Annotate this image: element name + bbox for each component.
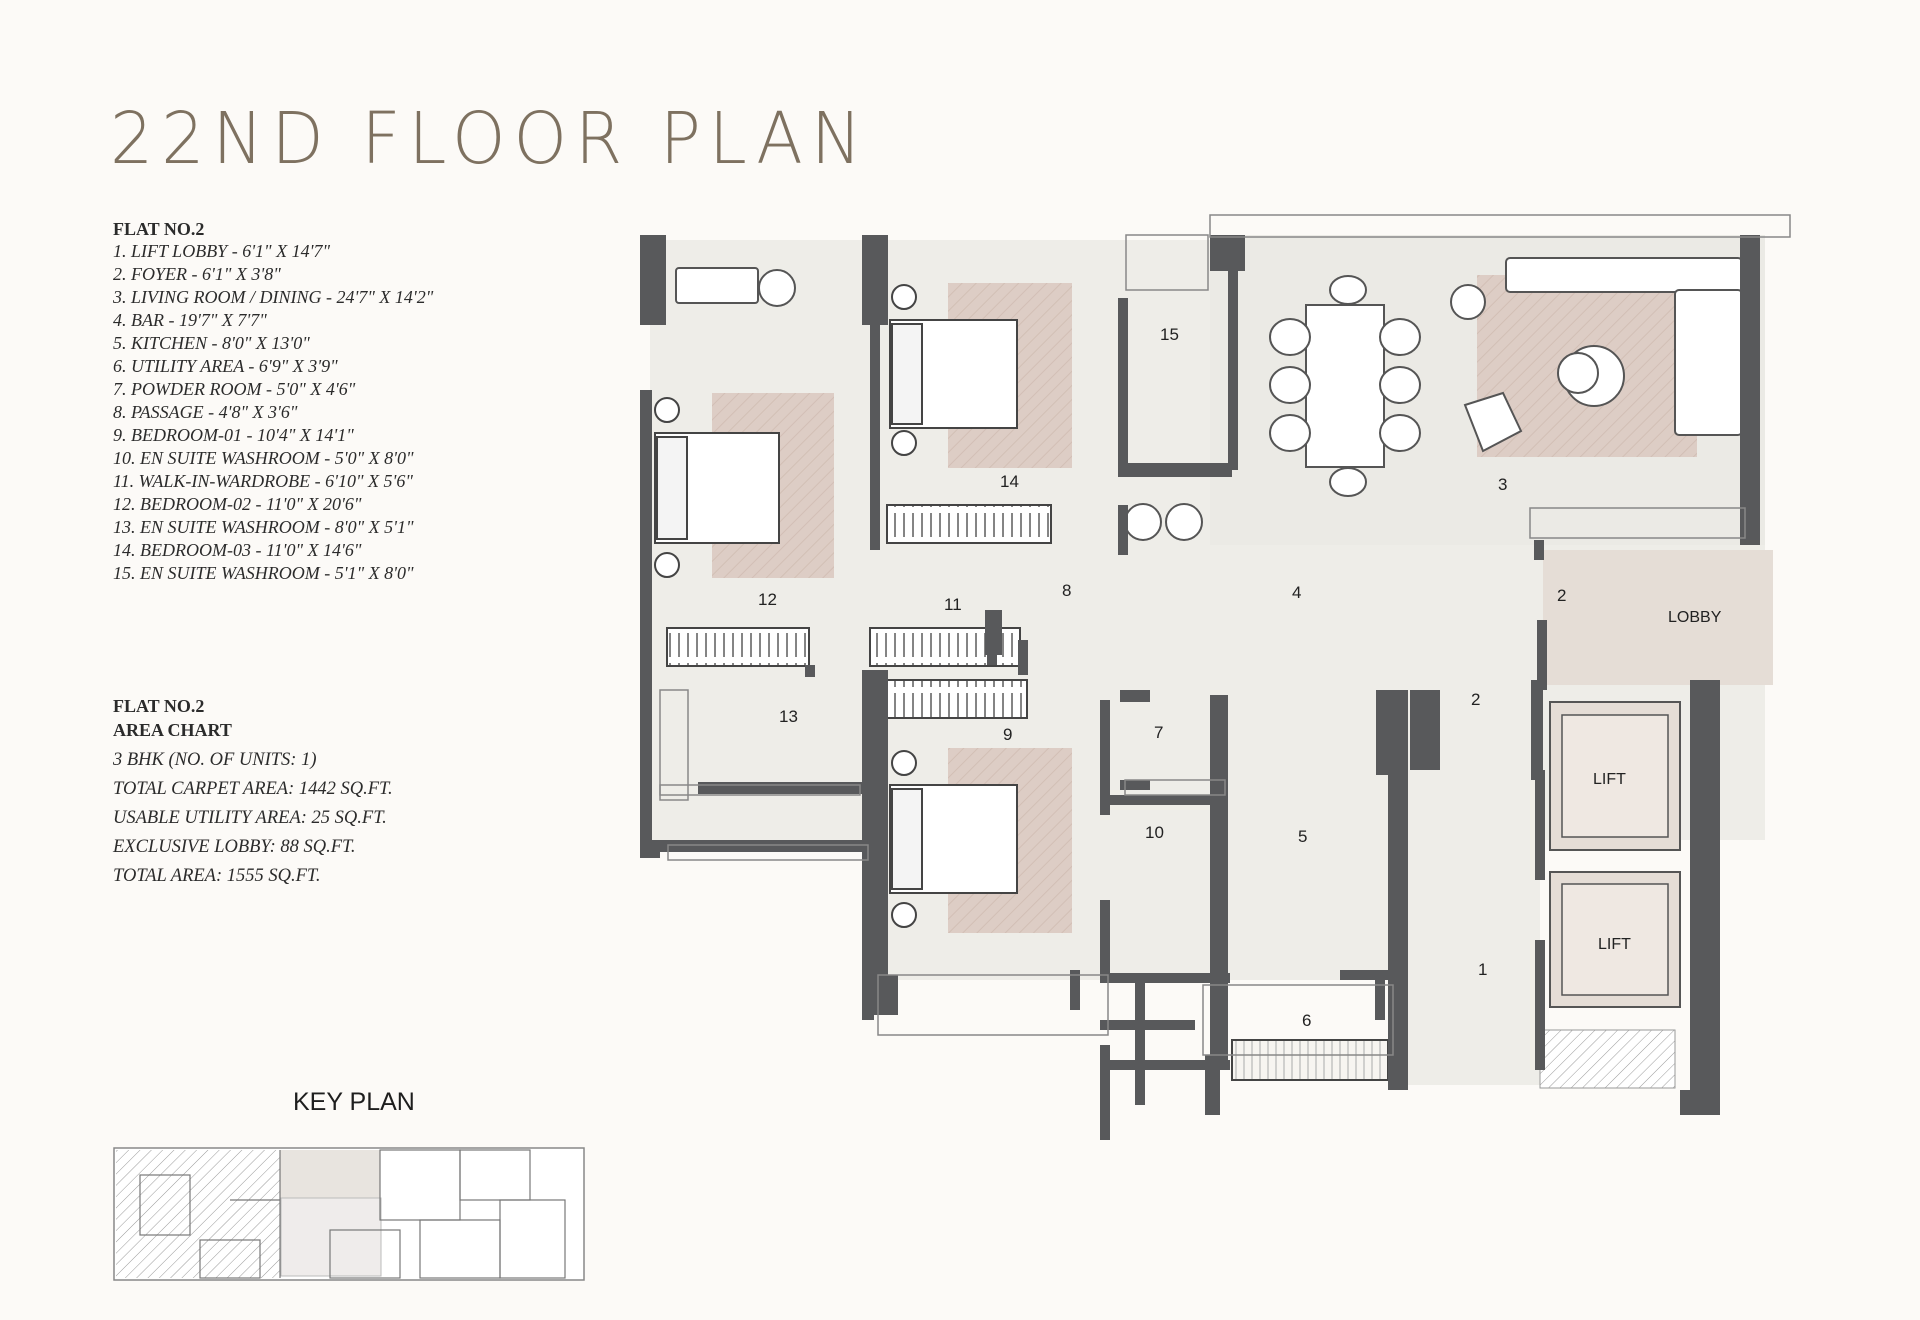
label-room-12: 12 (758, 590, 777, 609)
room-item: 1. LIFT LOBBY - 6'1" X 14'7" (113, 241, 331, 261)
area-chart-list: 3 BHK (NO. OF UNITS: 1) TOTAL CARPET ARE… (113, 746, 393, 891)
area-item: USABLE UTILITY AREA: 25 SQ.FT. (113, 808, 387, 828)
room-item: 2. FOYER - 6'1" X 3'8" (113, 264, 281, 284)
flat-heading: FLAT NO.2 (113, 219, 205, 239)
room-item: 5. KITCHEN - 8'0" X 13'0" (113, 333, 310, 353)
room-list: 1. LIFT LOBBY - 6'1" X 14'7" 2. FOYER - … (113, 240, 433, 585)
room-item: 15. EN SUITE WASHROOM - 5'1" X 8'0" (113, 563, 414, 583)
label-room-6: 6 (1302, 1011, 1311, 1030)
area-chart-heading-2: AREA CHART (113, 720, 232, 740)
windows (659, 214, 1791, 1056)
label-room-13: 13 (779, 707, 798, 726)
label-room-11: 11 (944, 595, 962, 614)
area-item: 3 BHK (NO. OF UNITS: 1) (113, 750, 317, 770)
wardrobes (666, 504, 1389, 1081)
room-item: 9. BEDROOM-01 - 10'4" X 14'1" (113, 425, 354, 445)
page-title: 22ND FLOOR PLAN (110, 98, 870, 181)
room-item: 8. PASSAGE - 4'8" X 3'6" (113, 402, 298, 422)
label-lift-b: LIFT (1598, 936, 1631, 953)
label-room-2: 2 (1471, 690, 1480, 709)
lobby-area (1539, 550, 1773, 1089)
room-item: 13. EN SUITE WASHROOM - 8'0" X 5'1" (113, 517, 414, 537)
label-lobby: LOBBY (1668, 609, 1722, 626)
key-plan-title: KEY PLAN (293, 1088, 415, 1116)
label-room-2-lobby: 2 (1557, 586, 1566, 605)
area-item: TOTAL CARPET AREA: 1442 SQ.FT. (113, 779, 393, 799)
room-item: 10. EN SUITE WASHROOM - 5'0" X 8'0" (113, 448, 414, 468)
room-item: 11. WALK-IN-WARDROBE - 6'10" X 5'6" (113, 471, 413, 491)
area-item: EXCLUSIVE LOBBY: 88 SQ.FT. (113, 837, 356, 857)
label-room-9: 9 (1003, 725, 1012, 744)
label-room-4: 4 (1292, 583, 1301, 602)
label-room-14: 14 (1000, 472, 1019, 491)
room-item: 6. UTILITY AREA - 6'9" X 3'9" (113, 356, 338, 376)
label-room-15: 15 (1160, 325, 1179, 344)
room-item: 12. BEDROOM-02 - 11'0" X 20'6" (113, 494, 362, 514)
label-room-8: 8 (1062, 581, 1071, 600)
label-room-5: 5 (1298, 827, 1307, 846)
room-item: 4. BAR - 19'7" X 7'7" (113, 310, 267, 330)
room-item: 14. BEDROOM-03 - 11'0" X 14'6" (113, 540, 362, 560)
beds (654, 284, 1018, 928)
living-furniture (675, 257, 1743, 541)
area-item: TOTAL AREA: 1555 SQ.FT. (113, 866, 321, 886)
label-room-3: 3 (1498, 475, 1507, 494)
label-lift-a: LIFT (1593, 771, 1626, 788)
label-room-7: 7 (1154, 723, 1163, 742)
key-plan (113, 1147, 585, 1281)
room-item: 3. LIVING ROOM / DINING - 24'7" X 14'2" (113, 287, 434, 307)
area-chart-heading-1: FLAT NO.2 (113, 696, 205, 716)
room-labels: 1 2 2 3 4 5 6 7 8 9 10 11 12 13 14 15 LO… (758, 325, 1722, 1030)
label-room-1: 1 (1478, 960, 1487, 979)
label-room-10: 10 (1145, 823, 1164, 842)
room-item: 7. POWDER ROOM - 5'0" X 4'6" (113, 379, 356, 399)
